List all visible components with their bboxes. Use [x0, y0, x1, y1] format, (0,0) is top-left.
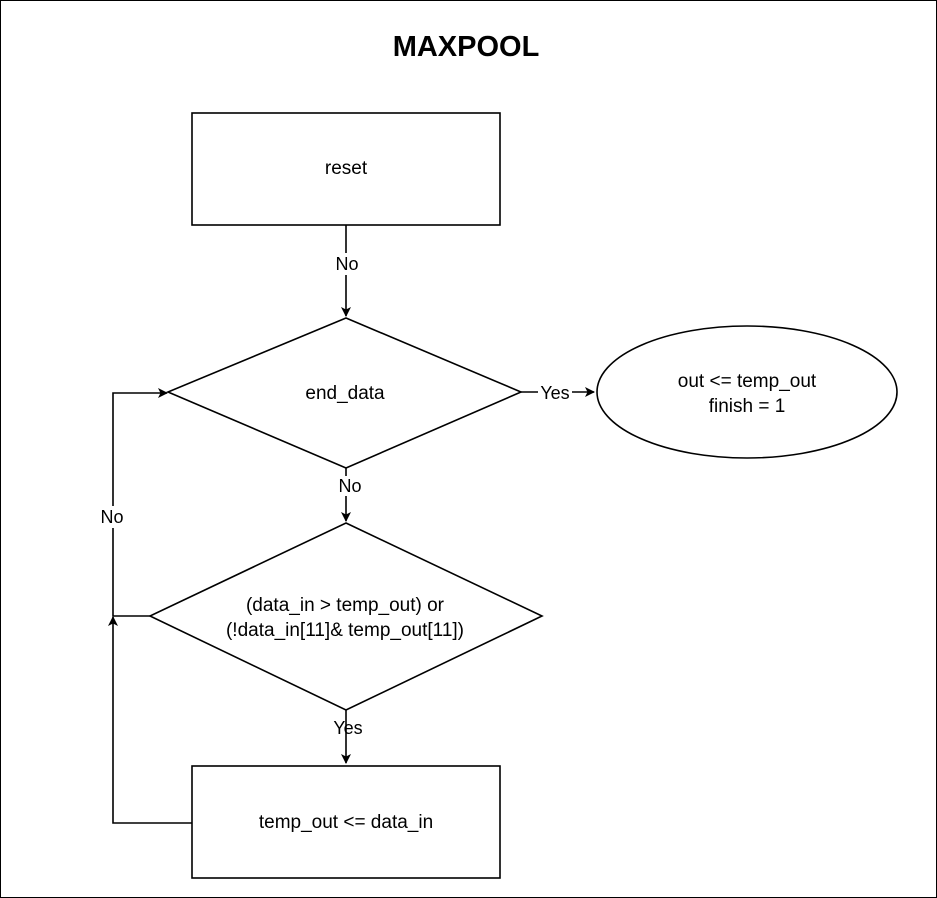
edge-label-compare-to-assign: Yes: [333, 718, 362, 738]
edge-compare-to-end-data: [112, 388, 168, 617]
svg-text:Yes: Yes: [540, 383, 569, 403]
node-output-line1: out <= temp_out: [678, 371, 817, 392]
edge-label-end-to-compare: No: [336, 476, 364, 496]
node-compare-line1: (data_in > temp_out) or: [246, 595, 445, 616]
node-assign: temp_out <= data_in: [191, 765, 501, 879]
node-assign-label: temp_out <= data_in: [259, 812, 433, 833]
svg-text:No: No: [338, 476, 361, 496]
node-reset: reset: [191, 112, 501, 226]
node-output-line2: finish = 1: [709, 396, 786, 417]
edge-label-compare-to-end: No: [97, 506, 127, 528]
node-compare: (data_in > temp_out) or (!data_in[11]& t…: [148, 522, 544, 711]
node-end-data-label: end_data: [305, 383, 385, 404]
edge-assign-to-loop: [108, 616, 192, 824]
edge-label-reset-to-end: No: [333, 253, 361, 275]
node-reset-label: reset: [325, 158, 368, 179]
svg-text:Yes: Yes: [333, 718, 362, 738]
node-end-data: end_data: [165, 317, 524, 469]
edge-label-end-to-output: Yes: [538, 383, 572, 403]
svg-text:No: No: [335, 254, 358, 274]
node-compare-line2: (!data_in[11]& temp_out[11]): [226, 620, 464, 641]
node-output: out <= temp_out finish = 1: [596, 325, 898, 459]
diagram-title: MAXPOOL: [393, 31, 540, 63]
svg-text:No: No: [100, 507, 123, 527]
